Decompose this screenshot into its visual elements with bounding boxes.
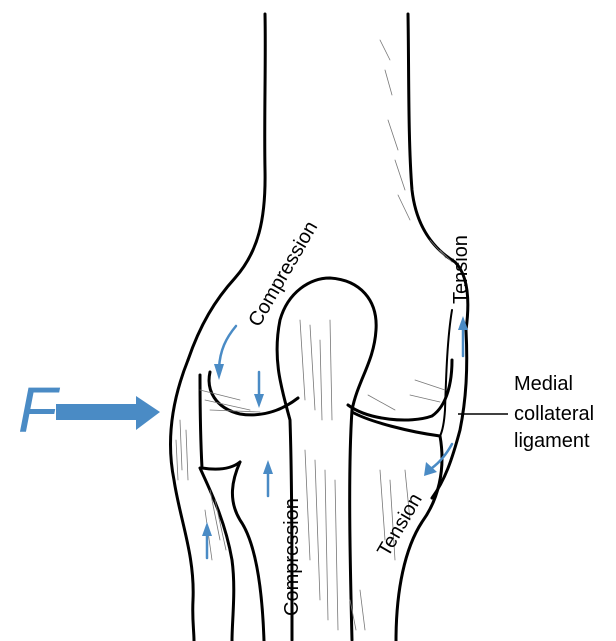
compression-label-lower: Compression — [281, 498, 303, 616]
tibia-lateral-edge — [232, 462, 264, 641]
compression-arrow-up-left — [202, 522, 212, 558]
lateral-outer-edge — [170, 360, 194, 641]
medial-joint-line — [352, 412, 440, 436]
compression-arrow-up-center — [263, 460, 273, 496]
lateral-inner-edge — [200, 468, 234, 641]
ligament-label-line2: collateral — [514, 403, 594, 425]
force-arrow — [56, 396, 160, 430]
force-label: F — [18, 374, 61, 446]
ligament-label-line3: ligament — [514, 430, 590, 452]
compression-arrow-curved — [214, 326, 236, 380]
compression-arrow-down — [254, 372, 264, 408]
tension-label-upper: Tension — [450, 235, 472, 304]
lateral-joint-line — [200, 375, 240, 469]
ligament-label-line1: Medial — [514, 373, 573, 395]
